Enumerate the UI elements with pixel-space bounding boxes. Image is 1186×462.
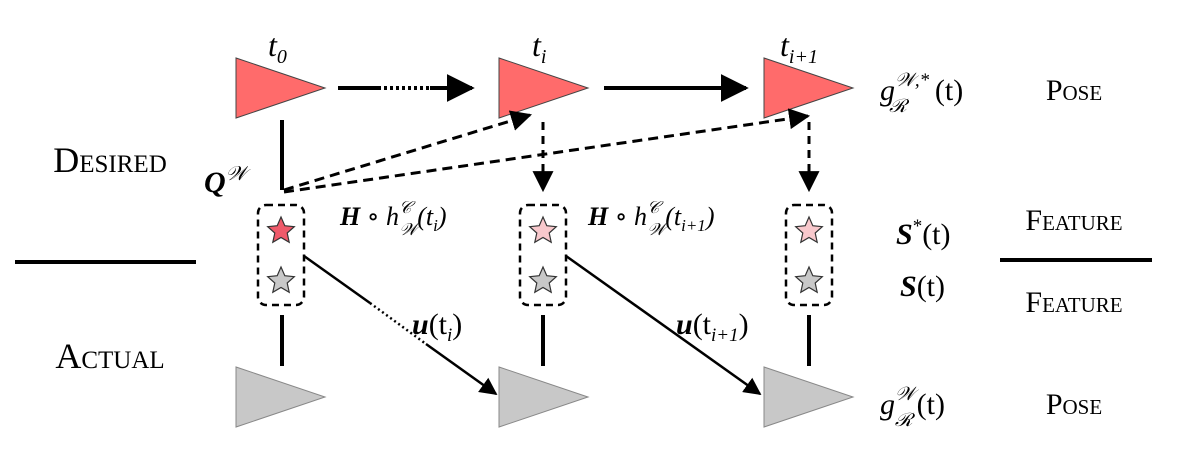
desired-pose-triangle-ti1: [763, 57, 855, 119]
feature-label-top: Feature: [1025, 204, 1122, 237]
pose-label-bottom: Pose: [1046, 388, 1102, 421]
u-label-ti: u(ti): [412, 308, 462, 346]
feature-box-ti: [518, 203, 568, 307]
actual-feature-equation: S(t): [900, 270, 945, 303]
time-label-ti: ti: [532, 27, 546, 68]
desired-feature-equation: S*(t): [896, 216, 951, 251]
pose-label-top: Pose: [1046, 74, 1102, 107]
time-label-ti1: ti+1: [780, 27, 818, 68]
desired-row-label: Desired: [53, 140, 167, 180]
desired-pose-equation: g𝒲,*ℛ(t): [880, 70, 963, 117]
control-arrow-ti-start: [303, 254, 371, 305]
desired-feature-star-ti: [528, 215, 558, 244]
actual-feature-star-t0: [266, 265, 296, 294]
dashed-arrow-to-ti: [283, 110, 533, 192]
actual-pose-triangle-t0: [235, 366, 327, 428]
desired-feature-star-t0: [266, 215, 296, 244]
actual-feature-star-ti: [528, 265, 558, 294]
dashed-arrow-to-ti1: [283, 108, 811, 194]
feature-box-t0: [256, 203, 306, 307]
control-arrow-ti-dotted: [369, 301, 427, 346]
actual-row-label: Actual: [55, 336, 164, 376]
feature-label-bottom: Feature: [1025, 286, 1122, 319]
actual-pose-triangle-ti: [498, 366, 590, 428]
feature-box-ti1: [784, 203, 834, 307]
control-arrow-ti: [425, 342, 498, 396]
actual-pose-triangle-ti1: [763, 366, 855, 428]
desired-pose-triangle-ti: [498, 57, 590, 119]
desired-pose-triangle-t0: [235, 57, 327, 119]
desired-feature-star-ti1: [794, 215, 824, 244]
u-label-ti1: u(ti+1): [676, 308, 749, 346]
q-w-label: Q𝒲: [204, 163, 252, 199]
time-label-t0: t0: [268, 27, 287, 68]
actual-feature-star-ti1: [794, 265, 824, 294]
control-arrow-ti1: [565, 254, 762, 396]
